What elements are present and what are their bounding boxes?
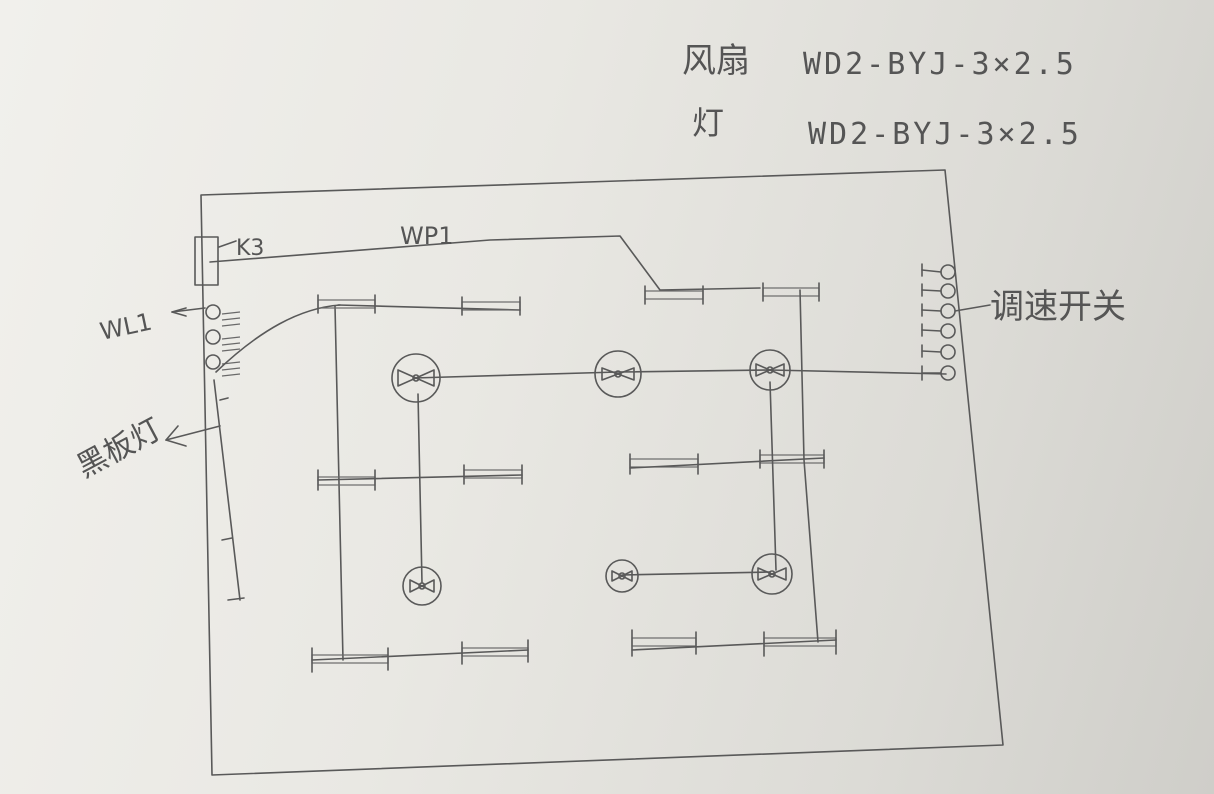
fluorescent-lamp [644,285,704,305]
lighting-row-mid-right-wire [629,457,825,469]
k3-leader [218,240,237,248]
blackboard-light-line [213,379,241,601]
fan-circuit-main [413,369,947,379]
ceiling-fans [391,349,793,606]
wp1-label: WP1 [400,222,453,250]
fluorescent-lamp [463,464,523,485]
wp1-circuit [209,235,761,291]
ceiling-fan [391,353,441,403]
light-switch-3 [205,354,221,370]
fluorescent-lamp [317,294,376,314]
lighting-feed [215,304,341,373]
fan-circuit-right-drop [769,381,777,571]
lighting-row-bottom-right-wire [631,639,837,651]
speed-switch [921,365,956,381]
speed-switch [921,263,956,280]
ceiling-fan [749,349,791,391]
fluorescent-lamp [759,449,825,469]
ceiling-fan [605,559,639,593]
legend-row1-spec: WD2-BYJ-3×2.5 [803,47,1077,82]
light-switch-1 [205,304,221,320]
fluorescent-lamp [461,296,521,316]
k3-label: K3 [236,236,264,261]
speed-switch [921,303,956,319]
left-lighting-riser [334,305,344,661]
fluorescent-lamps [311,282,837,673]
speed-switch [921,283,956,299]
wl1-label: WL1 [97,308,154,346]
lighting-row-top-left-wire [337,304,521,311]
speed-switch [921,344,956,360]
fluorescent-lamp [461,639,529,665]
light-switch-2 [205,329,221,345]
ceiling-fan [751,553,793,595]
speed-switch-group [921,263,956,381]
fluorescent-lamp [317,469,376,491]
room-outline [200,169,1004,776]
speed-switch [921,323,956,339]
blackboard-light-label: 黑板灯 [71,412,167,485]
fluorescent-lamp [631,629,697,657]
fan-circuit-left-drop [417,393,423,584]
speed-switch-label: 调速开关 [990,287,1126,327]
fan-circuit-bottom-link [621,571,771,576]
light-switch-group [205,304,241,377]
legend-row2-spec: WD2-BYJ-3×2.5 [808,117,1082,152]
legend-row2-label: 灯 [692,104,724,142]
ceiling-fan [594,350,642,398]
speed-switch-leader [954,304,991,312]
legend-row1-label: 风扇 [682,41,750,81]
fluorescent-lamp [629,453,699,475]
right-lighting-riser [799,289,819,643]
fluorescent-lamp [762,282,820,302]
fluorescent-lamp [311,647,389,673]
ceiling-fan [402,566,442,606]
lighting-row-bottom-left-wire [311,649,529,661]
